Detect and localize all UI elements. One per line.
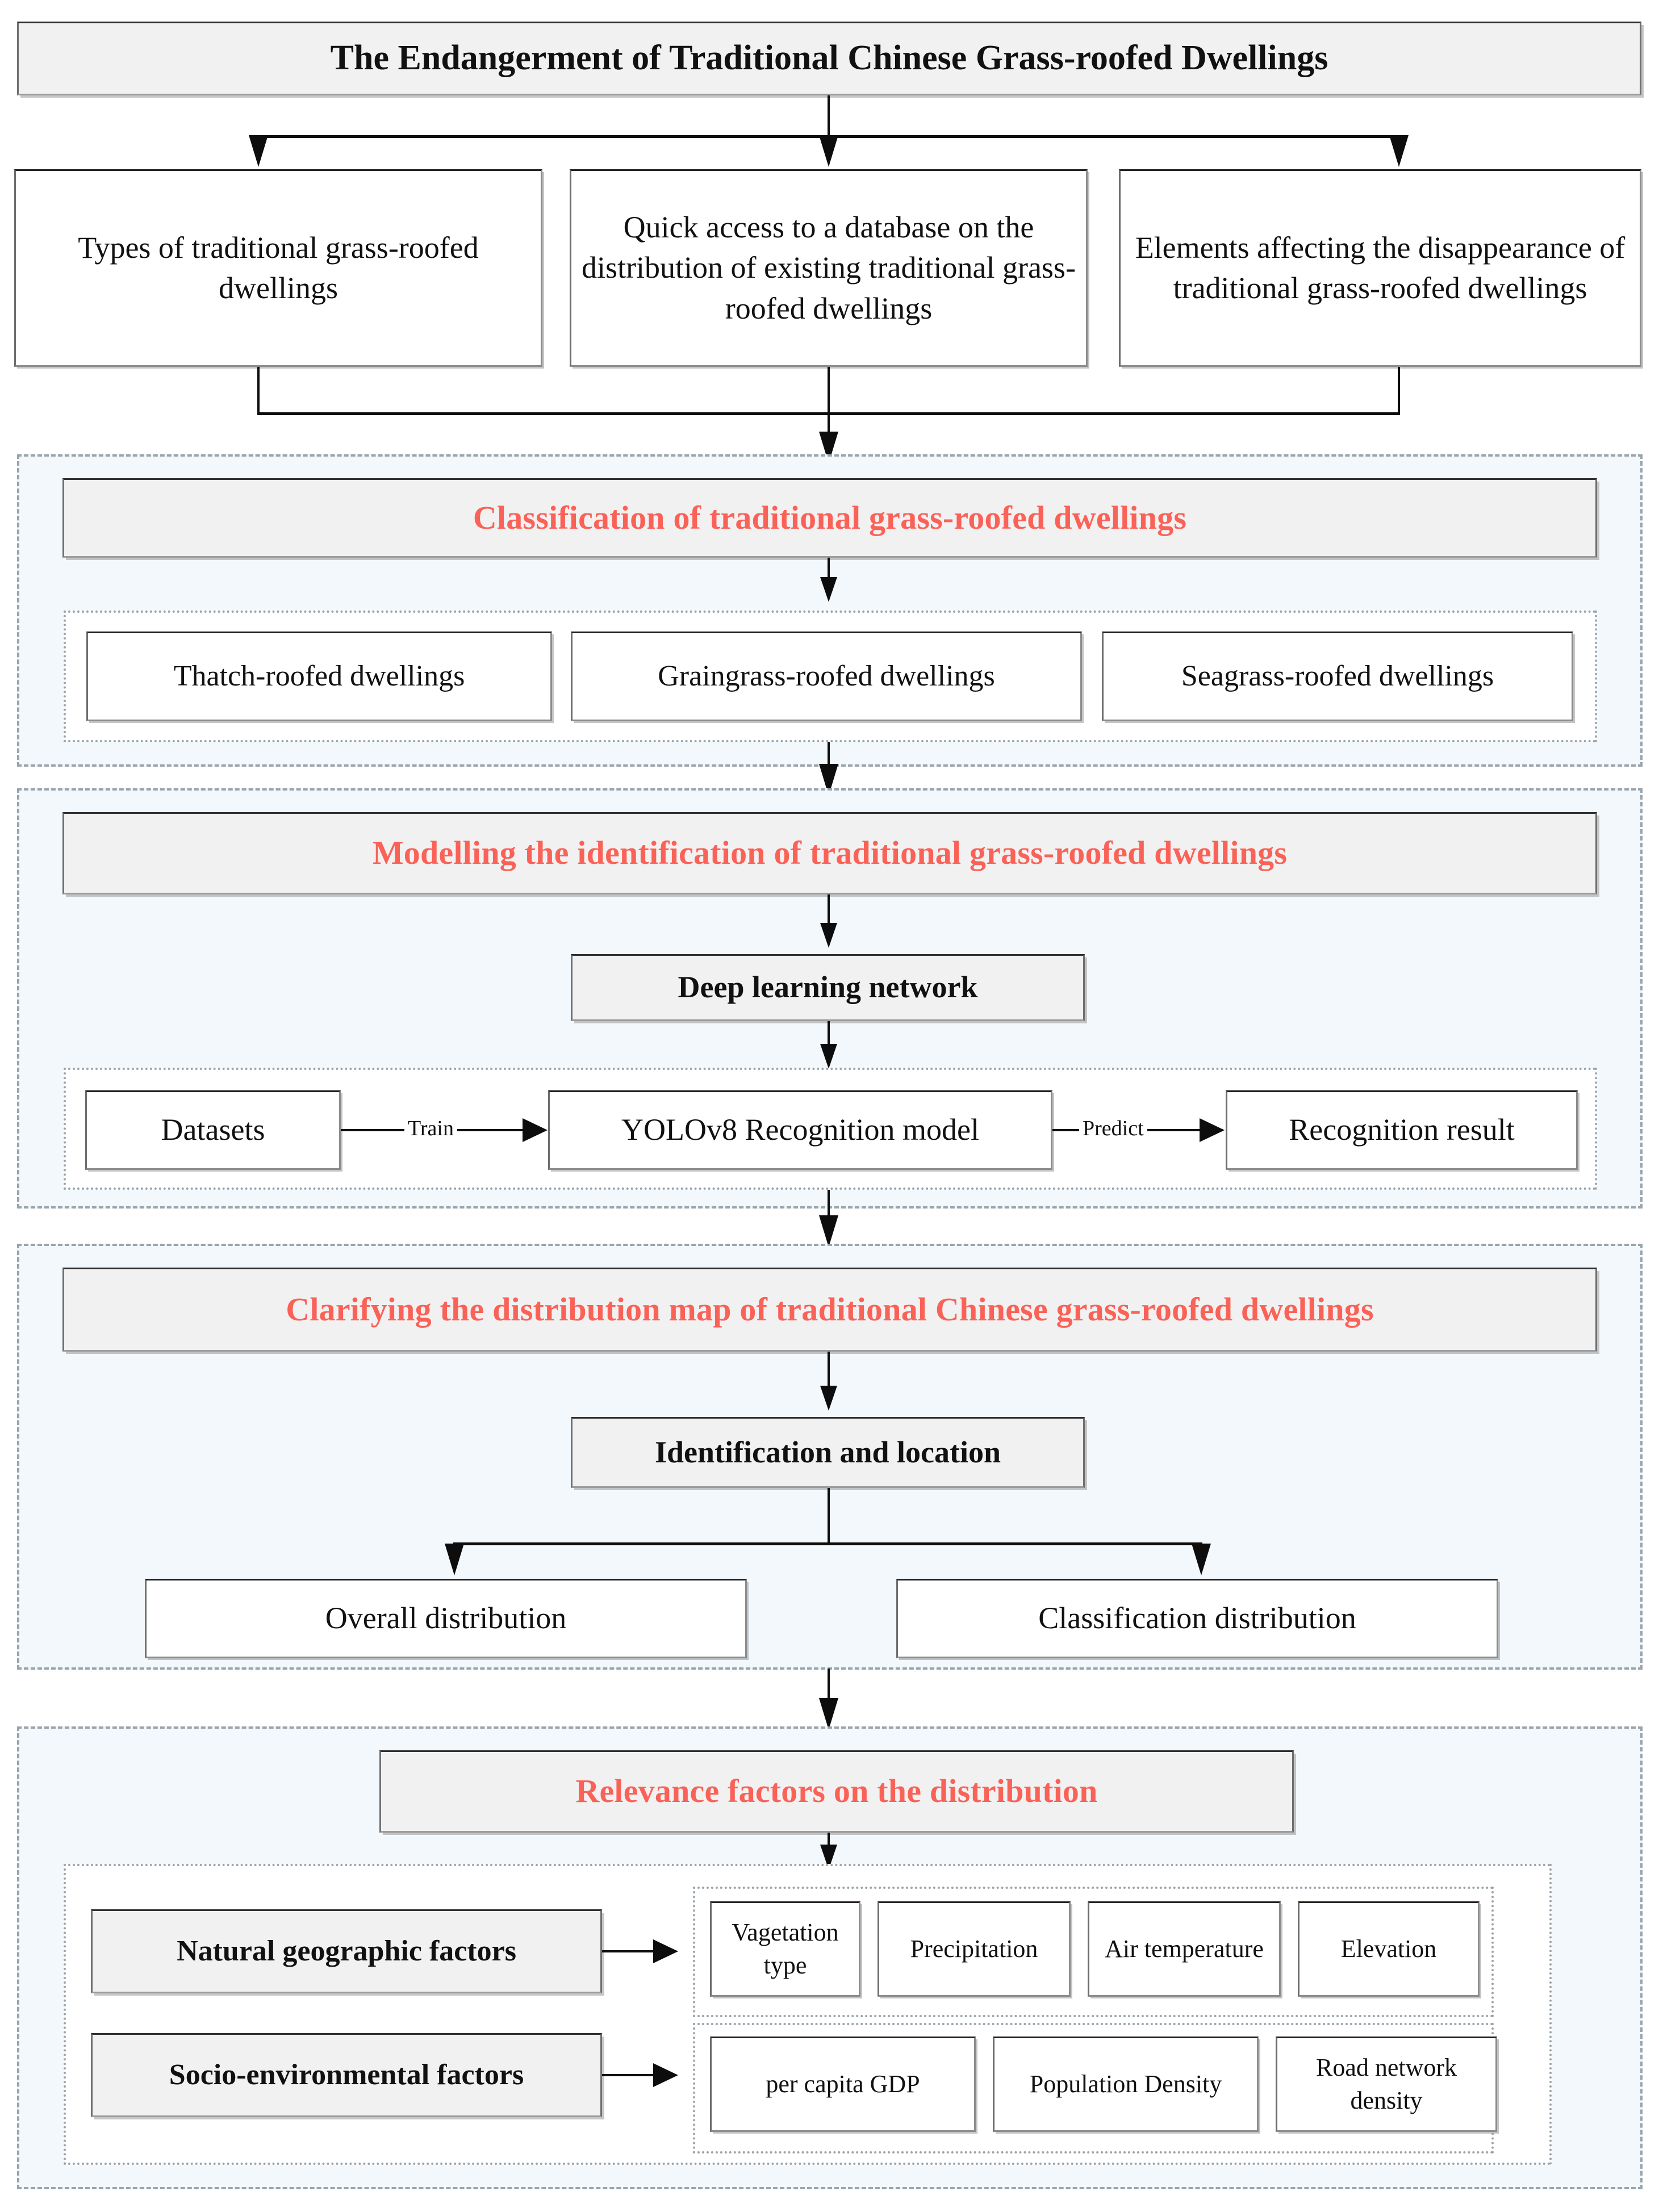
stage-distribution-header: Clarifying the distribution map of tradi… — [62, 1268, 1597, 1352]
identification-location-label: Identification and location — [654, 1435, 1001, 1469]
connector-distribution-header-down — [828, 1352, 830, 1391]
stage-distribution-title: Clarifying the distribution map of tradi… — [286, 1290, 1374, 1328]
objective-label-3: Elements affecting the disappearance of … — [1135, 230, 1626, 305]
deep-learning-network-label: Deep learning network — [678, 970, 978, 1005]
natural-factor-label-4: Elevation — [1340, 1934, 1437, 1963]
edge-label-train: Train — [404, 1118, 457, 1139]
connector-objective-2-down — [828, 367, 830, 415]
socio-factor-box-2: Population Density — [993, 2037, 1259, 2132]
title-box: The Endangerment of Traditional Chinese … — [17, 22, 1641, 95]
pipeline-box-datasets: Datasets — [85, 1090, 341, 1170]
deep-learning-network-box: Deep learning network — [571, 954, 1085, 1021]
connector-identification-down — [828, 1488, 830, 1545]
socio-factor-label-1: per capita GDP — [766, 2069, 920, 2098]
connector-socio-to-factors — [602, 2074, 675, 2076]
socio-factor-box-3: Road network density — [1276, 2037, 1497, 2132]
connector-deep-learning-down — [828, 1021, 830, 1048]
natural-factor-box-2: Precipitation — [878, 1901, 1071, 1997]
arrowhead-objective-1 — [249, 135, 268, 167]
factor-group-natural-label: Natural geographic factors — [177, 1934, 516, 1967]
connector-modelling-header-down — [828, 894, 830, 929]
arrowhead-classification-items — [820, 577, 837, 602]
natural-factor-box-4: Elevation — [1298, 1901, 1480, 1997]
title-label: The Endangerment of Traditional Chinese … — [330, 39, 1328, 78]
edge-label-predict: Predict — [1079, 1118, 1147, 1139]
arrowhead-train — [523, 1118, 548, 1142]
connector-classification-header-down — [828, 558, 830, 582]
natural-factors-group — [693, 1887, 1494, 2017]
stage-classification-header: Classification of traditional grass-roof… — [62, 478, 1597, 558]
classification-item-1: Thatch-roofed dwellings — [86, 632, 552, 721]
arrowhead-output-1 — [445, 1544, 464, 1575]
socio-factor-label-3: Road network density — [1315, 2053, 1457, 2114]
stage-modelling-title: Modelling the identification of traditio… — [372, 834, 1288, 872]
arrowhead-pipeline — [820, 1044, 837, 1069]
arrowhead-stage4 — [819, 1698, 838, 1730]
natural-factor-label-3: Air temperature — [1105, 1934, 1264, 1963]
arrowhead-objective-2 — [819, 135, 838, 167]
arrowhead-identification — [820, 1386, 837, 1411]
objective-box-3: Elements affecting the disappearance of … — [1119, 169, 1641, 367]
pipeline-label-result: Recognition result — [1289, 1113, 1515, 1147]
classification-item-label-2: Graingrass-roofed dwellings — [658, 659, 995, 692]
identification-location-box: Identification and location — [571, 1417, 1085, 1488]
connector-objective-1-down — [257, 367, 260, 415]
pipeline-label-model: YOLOv8 Recognition model — [621, 1113, 979, 1147]
output-label-classification: Classification distribution — [1038, 1601, 1356, 1636]
socio-factor-box-1: per capita GDP — [710, 2037, 976, 2132]
stage-relevance-header: Relevance factors on the distribution — [379, 1750, 1294, 1833]
objective-label-1: Types of traditional grass-roofed dwelli… — [78, 230, 479, 305]
natural-factor-box-1: Vagetation type — [710, 1901, 860, 1997]
arrowhead-output-2 — [1192, 1544, 1211, 1575]
output-box-overall: Overall distribution — [145, 1579, 747, 1658]
natural-factor-label-2: Precipitation — [910, 1934, 1038, 1963]
objective-box-2: Quick access to a database on the distri… — [570, 169, 1088, 367]
factor-group-natural-box: Natural geographic factors — [91, 1909, 602, 1993]
factor-group-socio-label: Socio-environmental factors — [169, 2058, 524, 2091]
natural-factor-label-1: Vagetation type — [732, 1918, 839, 1979]
objective-box-1: Types of traditional grass-roofed dwelli… — [14, 169, 542, 367]
arrowhead-socio-factors — [653, 2063, 678, 2087]
connector-natural-to-factors — [602, 1950, 675, 1952]
classification-item-label-3: Seagrass-roofed dwellings — [1181, 659, 1494, 692]
connector-merge-to-stage1 — [828, 412, 830, 438]
connector-title-down — [828, 95, 830, 136]
natural-factor-box-3: Air temperature — [1088, 1901, 1281, 1997]
arrowhead-objective-3 — [1389, 135, 1409, 167]
arrowhead-deep-learning — [820, 923, 837, 948]
connector-objective-3-down — [1398, 367, 1400, 415]
connector-outputs-bus — [454, 1542, 1202, 1545]
classification-item-label-1: Thatch-roofed dwellings — [173, 659, 465, 692]
socio-factor-label-2: Population Density — [1029, 2069, 1222, 2098]
classification-item-2: Graingrass-roofed dwellings — [571, 632, 1082, 721]
arrowhead-predict — [1200, 1118, 1225, 1142]
pipeline-box-result: Recognition result — [1226, 1090, 1578, 1170]
stage-modelling-header: Modelling the identification of traditio… — [62, 812, 1597, 894]
stage-relevance-title: Relevance factors on the distribution — [575, 1772, 1098, 1810]
arrowhead-stage3 — [819, 1215, 838, 1247]
classification-item-3: Seagrass-roofed dwellings — [1102, 632, 1573, 721]
pipeline-box-model: YOLOv8 Recognition model — [548, 1090, 1052, 1170]
arrowhead-natural-factors — [653, 1939, 678, 1963]
factor-group-socio-box: Socio-environmental factors — [91, 2033, 602, 2117]
objective-label-2: Quick access to a database on the distri… — [582, 210, 1076, 325]
stage-classification-title: Classification of traditional grass-roof… — [473, 499, 1187, 536]
output-box-classification: Classification distribution — [896, 1579, 1498, 1658]
output-label-overall: Overall distribution — [325, 1601, 567, 1636]
pipeline-label-datasets: Datasets — [161, 1113, 265, 1147]
